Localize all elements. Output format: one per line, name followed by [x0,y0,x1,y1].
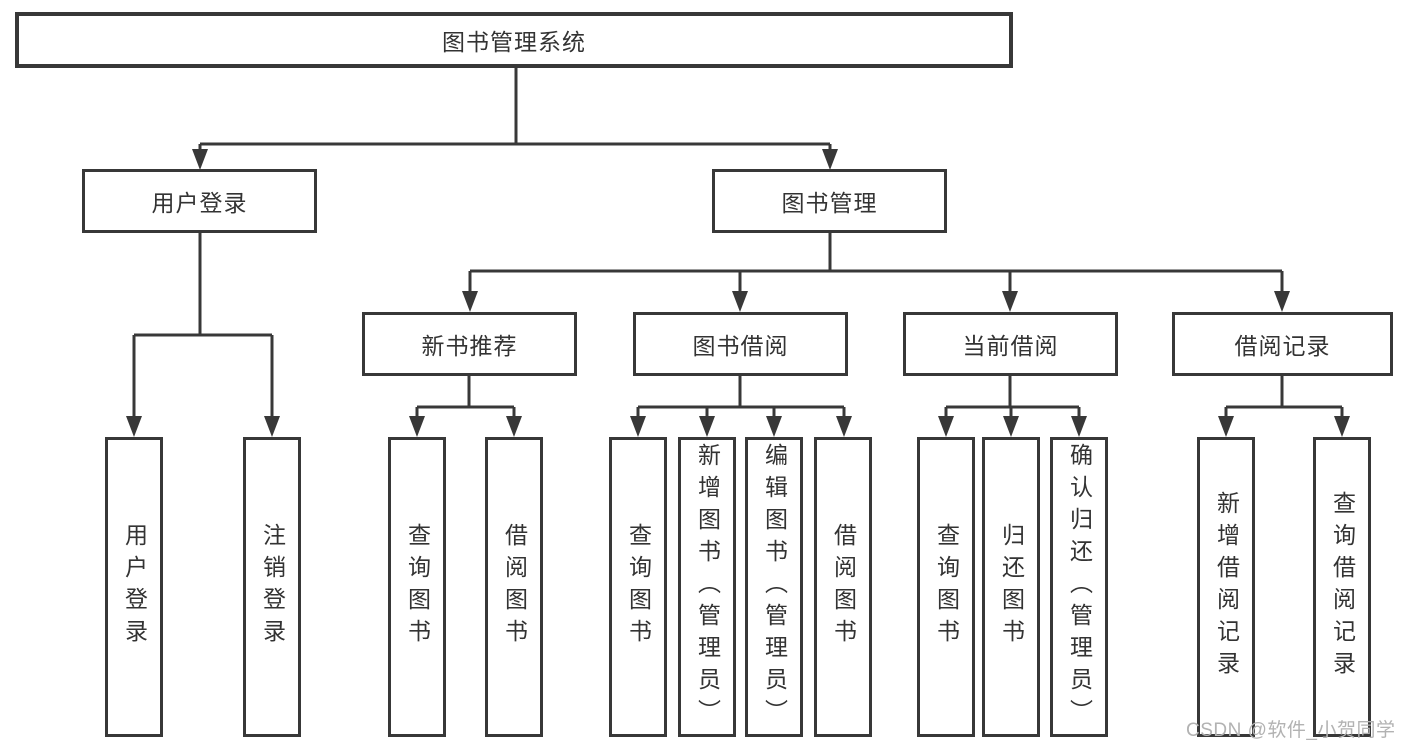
leaf-label: 查询图书 [933,523,960,651]
leaf-label: 新增借阅记录 [1213,491,1240,683]
leaf-label: 查询图书 [404,523,431,651]
node-label: 图书管理 [781,190,878,216]
leaf-confirm-return-admin: 确认归还（管理员） [1050,437,1108,737]
node-new-book-recommendation: 新书推荐 [362,312,577,376]
leaf-return-book: 归还图书 [982,437,1040,737]
leaf-borrow-books-borrow: 借阅图书 [814,437,872,737]
leaf-label: 用户登录 [121,523,148,651]
leaf-label: 编辑图书（管理员） [761,443,788,731]
leaf-query-books-current: 查询图书 [917,437,975,737]
leaf-add-borrow-record: 新增借阅记录 [1197,437,1255,737]
leaf-label: 归还图书 [998,523,1025,651]
node-label: 当前借阅 [962,333,1059,359]
node-book-management: 图书管理 [712,169,947,233]
connector-path [132,68,1344,418]
leaf-add-book-admin: 新增图书（管理员） [678,437,736,737]
arrowheads [126,149,1350,437]
node-label: 借阅记录 [1234,333,1331,359]
node-user-login: 用户登录 [82,169,317,233]
leaf-label: 借阅图书 [501,523,528,651]
node-book-borrowing: 图书借阅 [633,312,848,376]
leaf-label: 查询借阅记录 [1329,491,1356,683]
node-label: 新书推荐 [421,333,518,359]
leaf-label: 查询图书 [625,523,652,651]
leaf-label: 借阅图书 [830,523,857,651]
node-borrowing-records: 借阅记录 [1172,312,1393,376]
node-label: 用户登录 [151,190,248,216]
node-label: 图书借阅 [692,333,789,359]
leaf-label: 新增图书（管理员） [694,443,721,731]
node-library-management-system: 图书管理系统 [15,12,1013,68]
leaf-label: 确认归还（管理员） [1066,443,1093,731]
leaf-edit-book-admin: 编辑图书（管理员） [745,437,803,737]
leaf-query-books-newbook: 查询图书 [388,437,446,737]
leaf-logout: 注销登录 [243,437,301,737]
node-label: 图书管理系统 [442,29,586,55]
leaf-label: 注销登录 [259,523,286,651]
leaf-user-login: 用户登录 [105,437,163,737]
leaf-query-books-borrow: 查询图书 [609,437,667,737]
csdn-watermark: CSDN @软件_小贺同学 [1186,720,1396,741]
leaf-query-borrow-record: 查询借阅记录 [1313,437,1371,737]
node-current-borrowing: 当前借阅 [903,312,1118,376]
leaf-borrow-books-newbook: 借阅图书 [485,437,543,737]
